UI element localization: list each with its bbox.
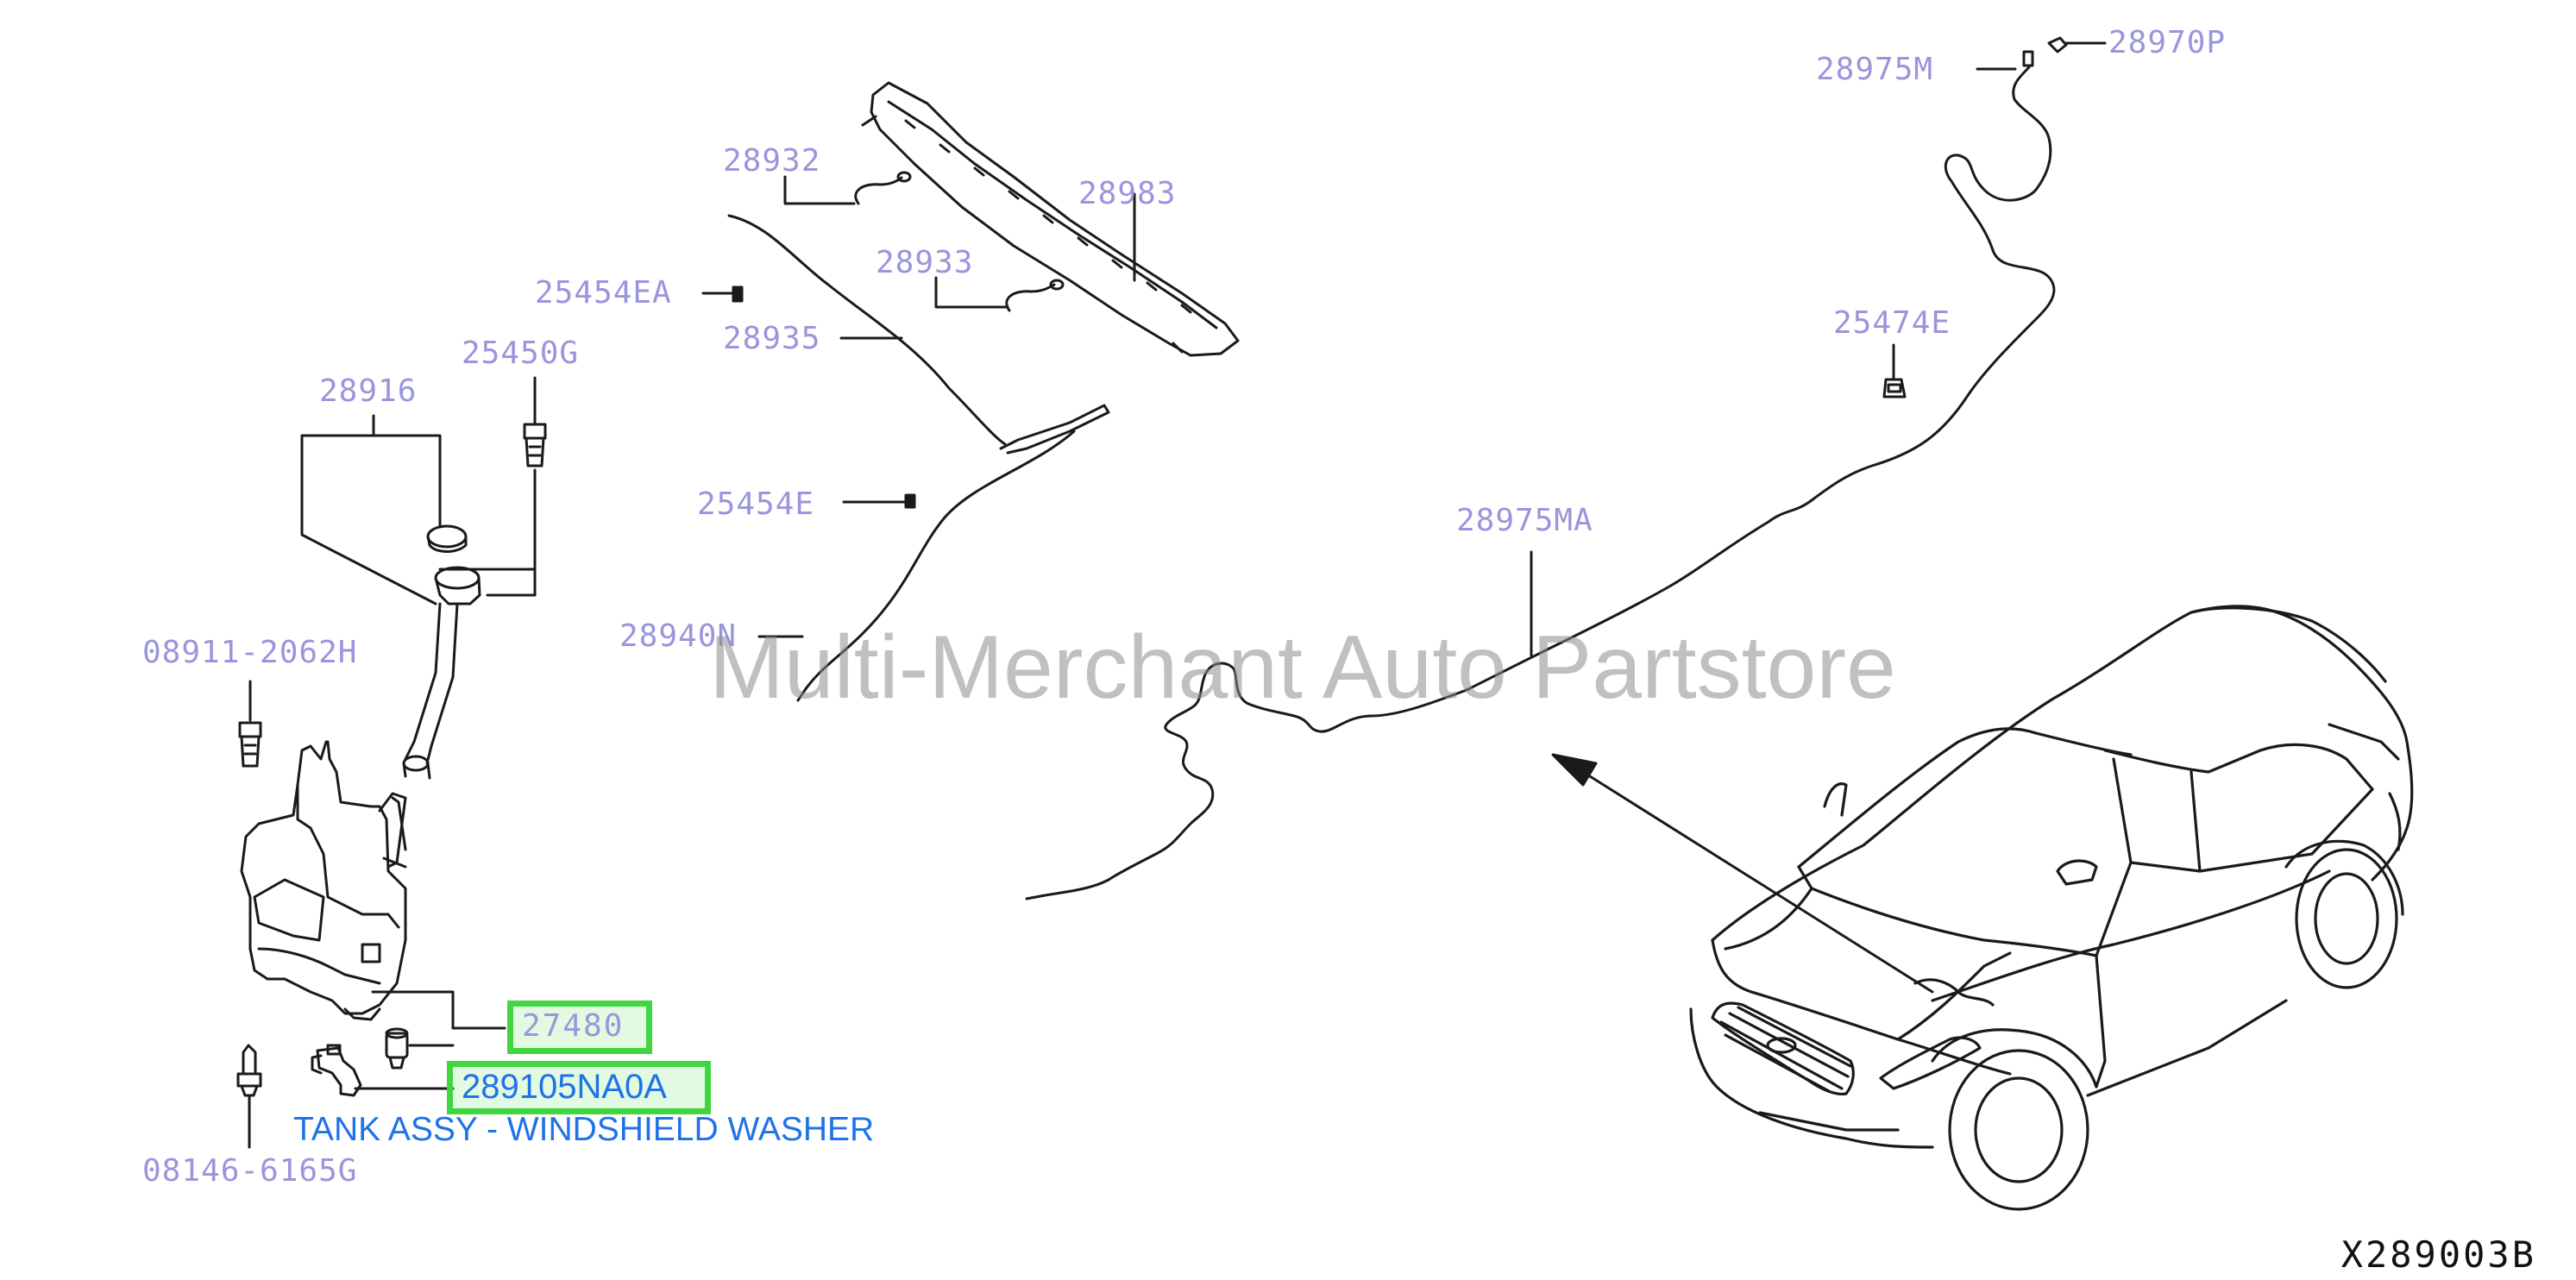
leader-28932 — [785, 177, 854, 204]
vehicle-outline — [1691, 606, 2412, 1209]
washer-pump — [312, 1045, 361, 1095]
pump-grommet — [386, 1029, 407, 1068]
washer-tank — [242, 742, 405, 1020]
label-28932[interactable]: 28932 — [723, 143, 821, 179]
label-28975M[interactable]: 28975M — [1816, 52, 1934, 87]
label-28940N[interactable]: 28940N — [619, 618, 738, 654]
label-28935[interactable]: 28935 — [723, 321, 821, 356]
label-25454EA[interactable]: 25454EA — [535, 275, 672, 311]
clip-25474E — [1884, 345, 1905, 397]
bolt-25450G — [440, 378, 545, 569]
highlight-289105NA0A[interactable]: 289105NA0A — [447, 1061, 711, 1114]
highlight-27480[interactable]: 27480 — [507, 1001, 652, 1054]
figure-id: X289003B — [2340, 1233, 2536, 1276]
label-25450G[interactable]: 25450G — [462, 336, 580, 371]
washer-hose-28975MA — [1027, 67, 2054, 899]
hose-28932 — [856, 173, 910, 204]
label-28983[interactable]: 28983 — [1078, 176, 1177, 211]
label-28916[interactable]: 28916 — [319, 373, 418, 409]
label-28933[interactable]: 28933 — [876, 245, 974, 280]
clip-25454E — [844, 495, 914, 507]
label-25454E[interactable]: 25454E — [697, 486, 815, 522]
part-number-27480[interactable]: 27480 — [522, 1008, 625, 1044]
label-08911-2062H[interactable]: 08911-2062H — [142, 635, 358, 670]
watermark: Multi-Merchant Auto Partstore — [709, 618, 1896, 718]
leader-27480 — [373, 992, 505, 1028]
label-08146-6165G[interactable]: 08146-6165G — [142, 1153, 358, 1189]
label-25474E[interactable]: 25474E — [1833, 305, 1951, 341]
rear-nozzle-28970P — [1977, 38, 2105, 69]
part-number-289105NA0A[interactable]: 289105NA0A — [462, 1068, 667, 1106]
bolt-08911-2062H — [240, 681, 261, 766]
hose-28933 — [1007, 280, 1063, 311]
washer-hose-28935 — [729, 216, 1005, 444]
bolt-08146-6165G — [238, 1045, 261, 1147]
filler-neck-assembly — [302, 416, 480, 778]
label-28970P[interactable]: 28970P — [2108, 25, 2227, 60]
direction-arrow — [1553, 755, 1932, 992]
clip-25454EA — [703, 287, 742, 301]
cowl-cover-part — [863, 83, 1238, 355]
part-caption: TANK ASSY - WINDSHIELD WASHER — [293, 1111, 875, 1148]
label-28975MA[interactable]: 28975MA — [1456, 503, 1593, 538]
washer-hose-28940N — [798, 431, 1074, 700]
leader-28933 — [936, 278, 1008, 307]
